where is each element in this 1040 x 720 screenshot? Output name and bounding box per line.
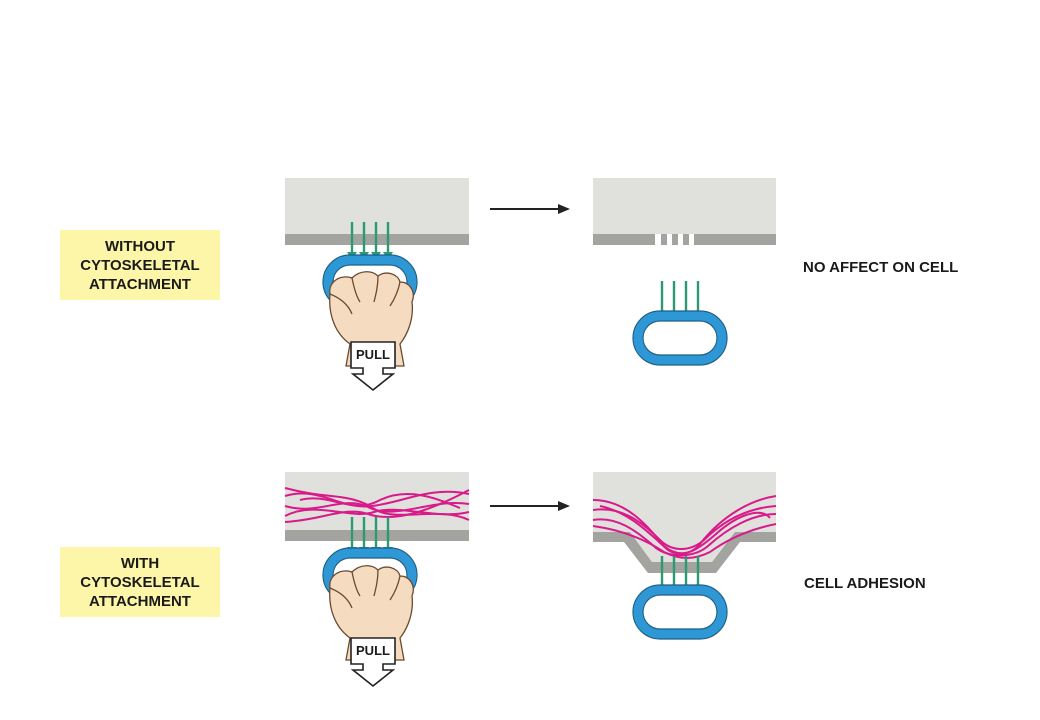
- label-box-with: [60, 547, 220, 617]
- label-with-line1: WITH: [121, 555, 159, 572]
- pull-label-with: PULL: [356, 643, 390, 658]
- outcome-cell-adhesion: CELL ADHESION: [804, 575, 926, 592]
- cell-after-without: [593, 178, 776, 365]
- cell-before-with: PULL: [284, 472, 470, 687]
- label-without-line3: ATTACHMENT: [89, 276, 191, 293]
- pull-label-without: PULL: [356, 347, 390, 362]
- cell-after-with: [592, 472, 777, 639]
- label-without-line1: WITHOUT: [105, 238, 175, 255]
- row-with: WITH CYTOSKELETAL ATTACHMENT PULL: [60, 472, 926, 687]
- label-box-without: [60, 230, 220, 300]
- label-without-line2: CYTOSKELETAL: [80, 257, 199, 274]
- cytoskeleton-fibers: [284, 487, 470, 523]
- label-with-line2: CYTOSKELETAL: [80, 574, 199, 591]
- label-with-line3: ATTACHMENT: [89, 593, 191, 610]
- process-arrow-without: [490, 204, 570, 214]
- process-arrow-with: [490, 501, 570, 511]
- bound-ring: [633, 585, 727, 639]
- cell-before-without: PULL: [285, 178, 469, 391]
- outcome-no-affect: NO AFFECT ON CELL: [803, 259, 958, 276]
- detached-ring: [633, 311, 727, 365]
- row-without: WITHOUT CYTOSKELETAL ATTACHMENT PULL: [60, 178, 958, 391]
